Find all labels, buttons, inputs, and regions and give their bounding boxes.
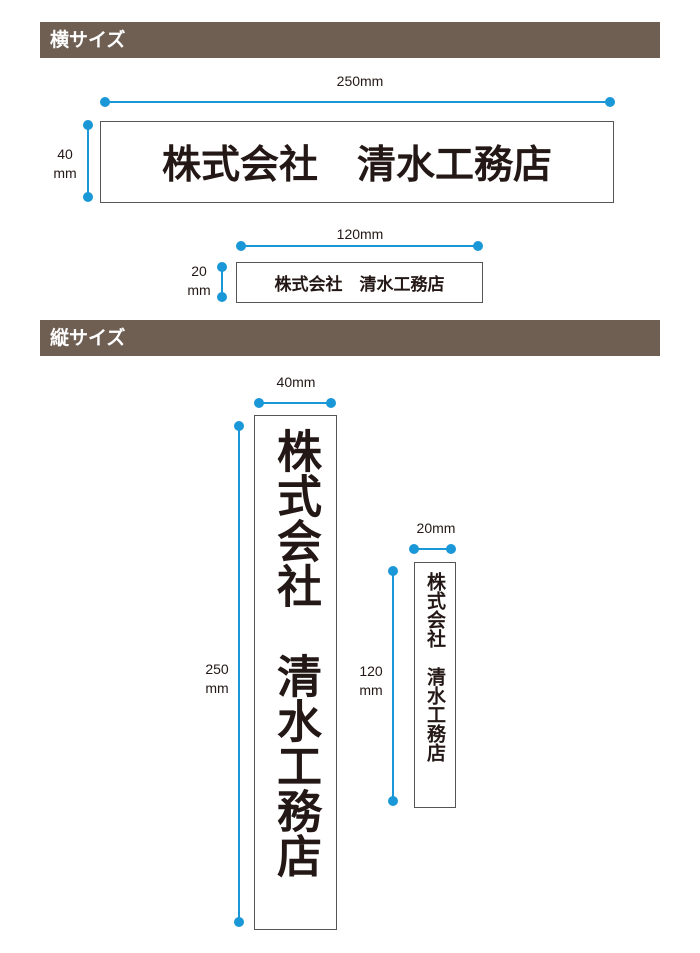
- dimension-endpoint: [473, 241, 483, 251]
- height-unit: mm: [205, 680, 229, 696]
- height-label-40mm: 40 mm: [48, 145, 82, 183]
- sign-text: 株式会社 清水工務店: [161, 143, 552, 188]
- height-label-120mm: 120 mm: [352, 662, 390, 700]
- dimension-endpoint: [217, 262, 227, 272]
- height-dimension-line: [221, 267, 223, 297]
- dimension-endpoint: [234, 917, 244, 927]
- dimension-endpoint: [605, 97, 615, 107]
- height-label-20mm: 20 mm: [182, 262, 216, 300]
- dimension-endpoint: [254, 398, 264, 408]
- dimension-endpoint: [446, 544, 456, 554]
- section-header-vertical: 縦サイズ: [40, 320, 660, 356]
- sign-text: 株式会社 清水工務店: [424, 572, 446, 762]
- dimension-endpoint: [83, 120, 93, 130]
- sign-plate-vertical-small: 株式会社 清水工務店: [414, 562, 456, 808]
- section-header-horizontal: 横サイズ: [40, 22, 660, 58]
- dimension-endpoint: [234, 421, 244, 431]
- height-value: 40: [57, 146, 73, 162]
- sign-plate-horizontal-large: 株式会社 清水工務店: [100, 121, 614, 203]
- dimension-endpoint: [409, 544, 419, 554]
- height-unit: mm: [53, 165, 77, 181]
- sign-text: 株式会社 清水工務店: [269, 428, 322, 878]
- width-label-120mm: 120mm: [336, 226, 384, 242]
- width-dimension-line: [241, 245, 478, 247]
- dimension-endpoint: [326, 398, 336, 408]
- height-dimension-line: [238, 426, 240, 922]
- dimension-endpoint: [388, 796, 398, 806]
- width-dimension-line: [259, 402, 331, 404]
- height-dimension-line: [87, 125, 89, 197]
- height-dimension-line: [392, 571, 394, 801]
- height-value: 120: [359, 663, 383, 679]
- height-value: 20: [191, 263, 207, 279]
- width-label-250mm: 250mm: [336, 73, 384, 89]
- height-unit: mm: [187, 282, 211, 298]
- width-label-20mm: 20mm: [416, 520, 456, 536]
- sign-plate-vertical-large: 株式会社 清水工務店: [254, 415, 337, 930]
- sign-text: 株式会社 清水工務店: [274, 275, 445, 295]
- dimension-endpoint: [217, 292, 227, 302]
- dimension-endpoint: [236, 241, 246, 251]
- width-dimension-line: [414, 548, 451, 550]
- width-dimension-line: [105, 101, 610, 103]
- height-label-250mm: 250 mm: [198, 660, 236, 698]
- dimension-endpoint: [388, 566, 398, 576]
- dimension-endpoint: [83, 192, 93, 202]
- sign-plate-horizontal-small: 株式会社 清水工務店: [236, 262, 483, 303]
- width-label-40mm: 40mm: [276, 374, 316, 390]
- dimension-endpoint: [100, 97, 110, 107]
- height-unit: mm: [359, 682, 383, 698]
- height-value: 250: [205, 661, 229, 677]
